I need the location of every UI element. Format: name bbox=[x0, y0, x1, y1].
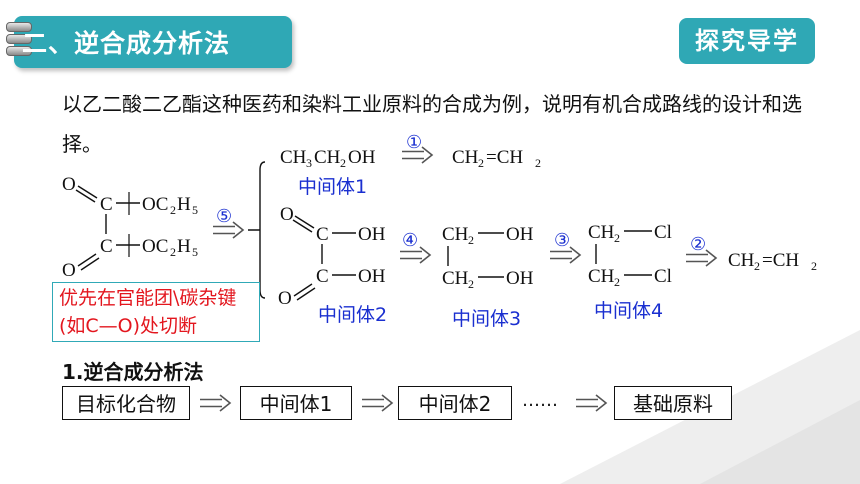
svg-text:OH: OH bbox=[348, 147, 376, 168]
svg-text:O: O bbox=[62, 174, 76, 195]
svg-text:CH: CH bbox=[588, 266, 615, 287]
svg-text:CH: CH bbox=[728, 250, 755, 271]
svg-text:2: 2 bbox=[614, 231, 620, 245]
section-title: 二、逆合成分析法 bbox=[22, 29, 231, 58]
flow-arrow-icon bbox=[575, 394, 607, 412]
svg-text:CH: CH bbox=[588, 222, 615, 243]
svg-text:2: 2 bbox=[478, 156, 484, 170]
svg-text:C: C bbox=[316, 224, 329, 245]
svg-text:2: 2 bbox=[468, 233, 474, 247]
svg-text:2: 2 bbox=[754, 259, 760, 273]
svg-text:3: 3 bbox=[306, 156, 312, 170]
svg-text:OH: OH bbox=[358, 224, 386, 245]
intermediate-3-label: 中间体3 bbox=[452, 308, 522, 330]
intermediate-1-label: 中间体1 bbox=[298, 176, 368, 198]
svg-text:2: 2 bbox=[170, 245, 176, 259]
binder-ring-icon bbox=[6, 46, 32, 56]
flow-arrow-icon bbox=[361, 394, 393, 412]
svg-text:H: H bbox=[177, 194, 191, 215]
carbon-label: C bbox=[100, 194, 113, 215]
svg-text:OC: OC bbox=[142, 236, 168, 257]
flow-ellipsis: …… bbox=[522, 390, 558, 411]
svg-text:OH: OH bbox=[506, 224, 534, 245]
svg-text:CH: CH bbox=[442, 224, 469, 245]
svg-text:H: H bbox=[177, 236, 191, 257]
svg-text:2: 2 bbox=[340, 156, 346, 170]
svg-text:Cl: Cl bbox=[654, 266, 672, 287]
svg-text:O: O bbox=[280, 204, 294, 225]
oxalic-acid-structure: O C OH C OH O bbox=[278, 204, 386, 309]
svg-text:CH: CH bbox=[442, 268, 469, 289]
svg-text:5: 5 bbox=[192, 203, 198, 217]
svg-text:=CH: =CH bbox=[486, 147, 523, 168]
svg-text:2: 2 bbox=[614, 275, 620, 289]
flow-box-intermediate-1: 中间体1 bbox=[240, 386, 352, 420]
flow-box-raw-material: 基础原料 bbox=[614, 386, 732, 420]
svg-text:=CH: =CH bbox=[762, 250, 799, 271]
svg-text:Cl: Cl bbox=[654, 222, 672, 243]
step-1-label: ① bbox=[406, 132, 422, 152]
section-header bbox=[14, 16, 292, 68]
svg-text:5: 5 bbox=[192, 245, 198, 259]
svg-text:C: C bbox=[316, 266, 329, 287]
step-5-label: ⑤ bbox=[216, 206, 232, 226]
svg-text:CH: CH bbox=[314, 147, 341, 168]
intermediate-4-label: 中间体4 bbox=[594, 300, 664, 322]
svg-text:O: O bbox=[278, 288, 292, 309]
step-3-label: ③ bbox=[554, 230, 570, 250]
svg-text:OC: OC bbox=[142, 194, 168, 215]
svg-text:OH: OH bbox=[358, 266, 386, 287]
svg-text:2: 2 bbox=[468, 277, 474, 291]
svg-text:CH: CH bbox=[280, 147, 307, 168]
svg-text:2: 2 bbox=[535, 156, 541, 170]
guide-badge[interactable]: 探究导学 bbox=[679, 18, 815, 64]
cleavage-note: 优先在官能团\碳杂键(如C—O)处切断 bbox=[52, 282, 260, 342]
intro-paragraph: 以乙二酸二乙酯这种医药和染料工业原料的合成为例，说明有机合成路线的设计和选择。 bbox=[62, 92, 802, 156]
flow-box-intermediate-2: 中间体2 bbox=[398, 386, 512, 420]
svg-text:O: O bbox=[62, 260, 76, 281]
svg-text:OH: OH bbox=[506, 268, 534, 289]
flow-arrow-icon bbox=[199, 394, 231, 412]
step-4-label: ④ bbox=[402, 230, 418, 250]
step-2-label: ② bbox=[690, 234, 706, 254]
method-title: 1.逆合成分析法 bbox=[62, 360, 204, 384]
svg-text:CH: CH bbox=[452, 147, 479, 168]
carbon-label: C bbox=[100, 236, 113, 257]
svg-text:2: 2 bbox=[170, 203, 176, 217]
flow-box-target: 目标化合物 bbox=[62, 386, 190, 420]
svg-text:2: 2 bbox=[811, 259, 817, 273]
intermediate-2-label: 中间体2 bbox=[318, 304, 388, 326]
binder-ring-icon bbox=[6, 22, 32, 32]
binder-ring-icon bbox=[6, 34, 32, 44]
